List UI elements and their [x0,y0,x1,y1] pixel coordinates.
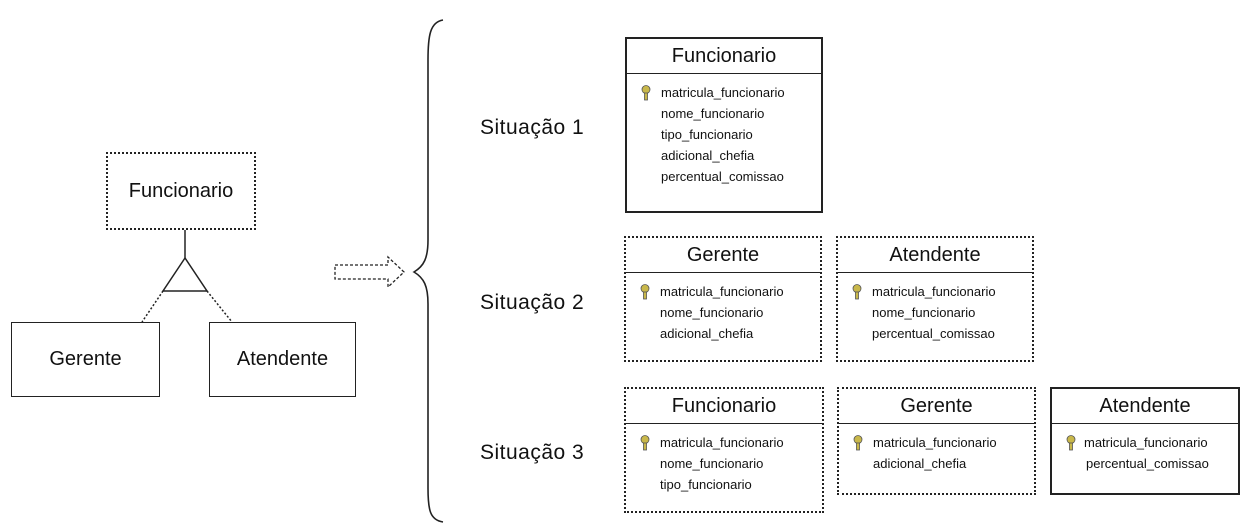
key-icon [640,435,650,451]
table-atendente-s3: Atendente matricula_funcionario percentu… [1050,387,1240,495]
child-entity-box-left: Gerente [11,322,160,397]
child-entity-label-left: Gerente [49,348,122,370]
table-field: adicional_chefia [873,456,967,471]
child-line-right [206,290,233,323]
curly-brace [412,19,444,523]
table-atendente-s2: Atendente matricula_funcionario nome_fun… [836,236,1034,362]
table-field: percentual_comissao [1086,456,1209,471]
table-field: nome_funcionario [660,305,764,320]
table-funcionario-s3: Funcionario matricula_funcionario nome_f… [624,387,824,513]
child-entity-label-right: Atendente [236,348,329,370]
table-field: percentual_comissao [872,326,995,341]
table-field: nome_funcionario [872,305,976,320]
table-field: adicional_chefia [660,326,754,341]
key-icon [1066,435,1076,451]
table-field: tipo_funcionario [661,127,753,142]
key-icon [853,435,863,451]
table-title: Atendente [1052,389,1238,424]
child-line-left [141,290,164,323]
situation-3-label: Situação 3 [480,441,585,464]
table-field: percentual_comissao [661,169,784,184]
situation-2-label: Situação 2 [480,291,585,314]
table-field-pk: matricula_funcionario [838,281,1032,302]
table-gerente-s2: Gerente matricula_funcionario nome_funci… [624,236,822,362]
right-arrow-icon [334,255,405,289]
table-field-pk: matricula_funcionario [1052,432,1238,453]
table-field-pk: matricula_funcionario [626,281,820,302]
table-title: Gerente [839,389,1034,424]
table-field: nome_funcionario [661,106,765,121]
table-field: nome_funcionario [660,456,764,471]
parent-entity-label: Funcionario [128,179,234,202]
parent-entity-box: Funcionario [106,152,256,230]
table-field-pk: matricula_funcionario [839,432,1034,453]
key-icon [641,85,651,101]
generalization-triangle [161,256,209,292]
table-field: adicional_chefia [661,148,755,163]
situation-1-label: Situação 1 [480,116,585,139]
key-icon [852,284,862,300]
table-field-pk: matricula_funcionario [627,82,821,103]
table-field: tipo_funcionario [660,477,752,492]
table-title: Atendente [838,238,1032,273]
table-title: Funcionario [626,389,822,424]
table-title: Funcionario [627,39,821,74]
table-title: Gerente [626,238,820,273]
child-entity-box-right: Atendente [209,322,356,397]
key-icon [640,284,650,300]
table-funcionario-s1: Funcionario matricula_funcionario nome_f… [625,37,823,213]
table-field-pk: matricula_funcionario [626,432,822,453]
table-gerente-s3: Gerente matricula_funcionario adicional_… [837,387,1036,495]
